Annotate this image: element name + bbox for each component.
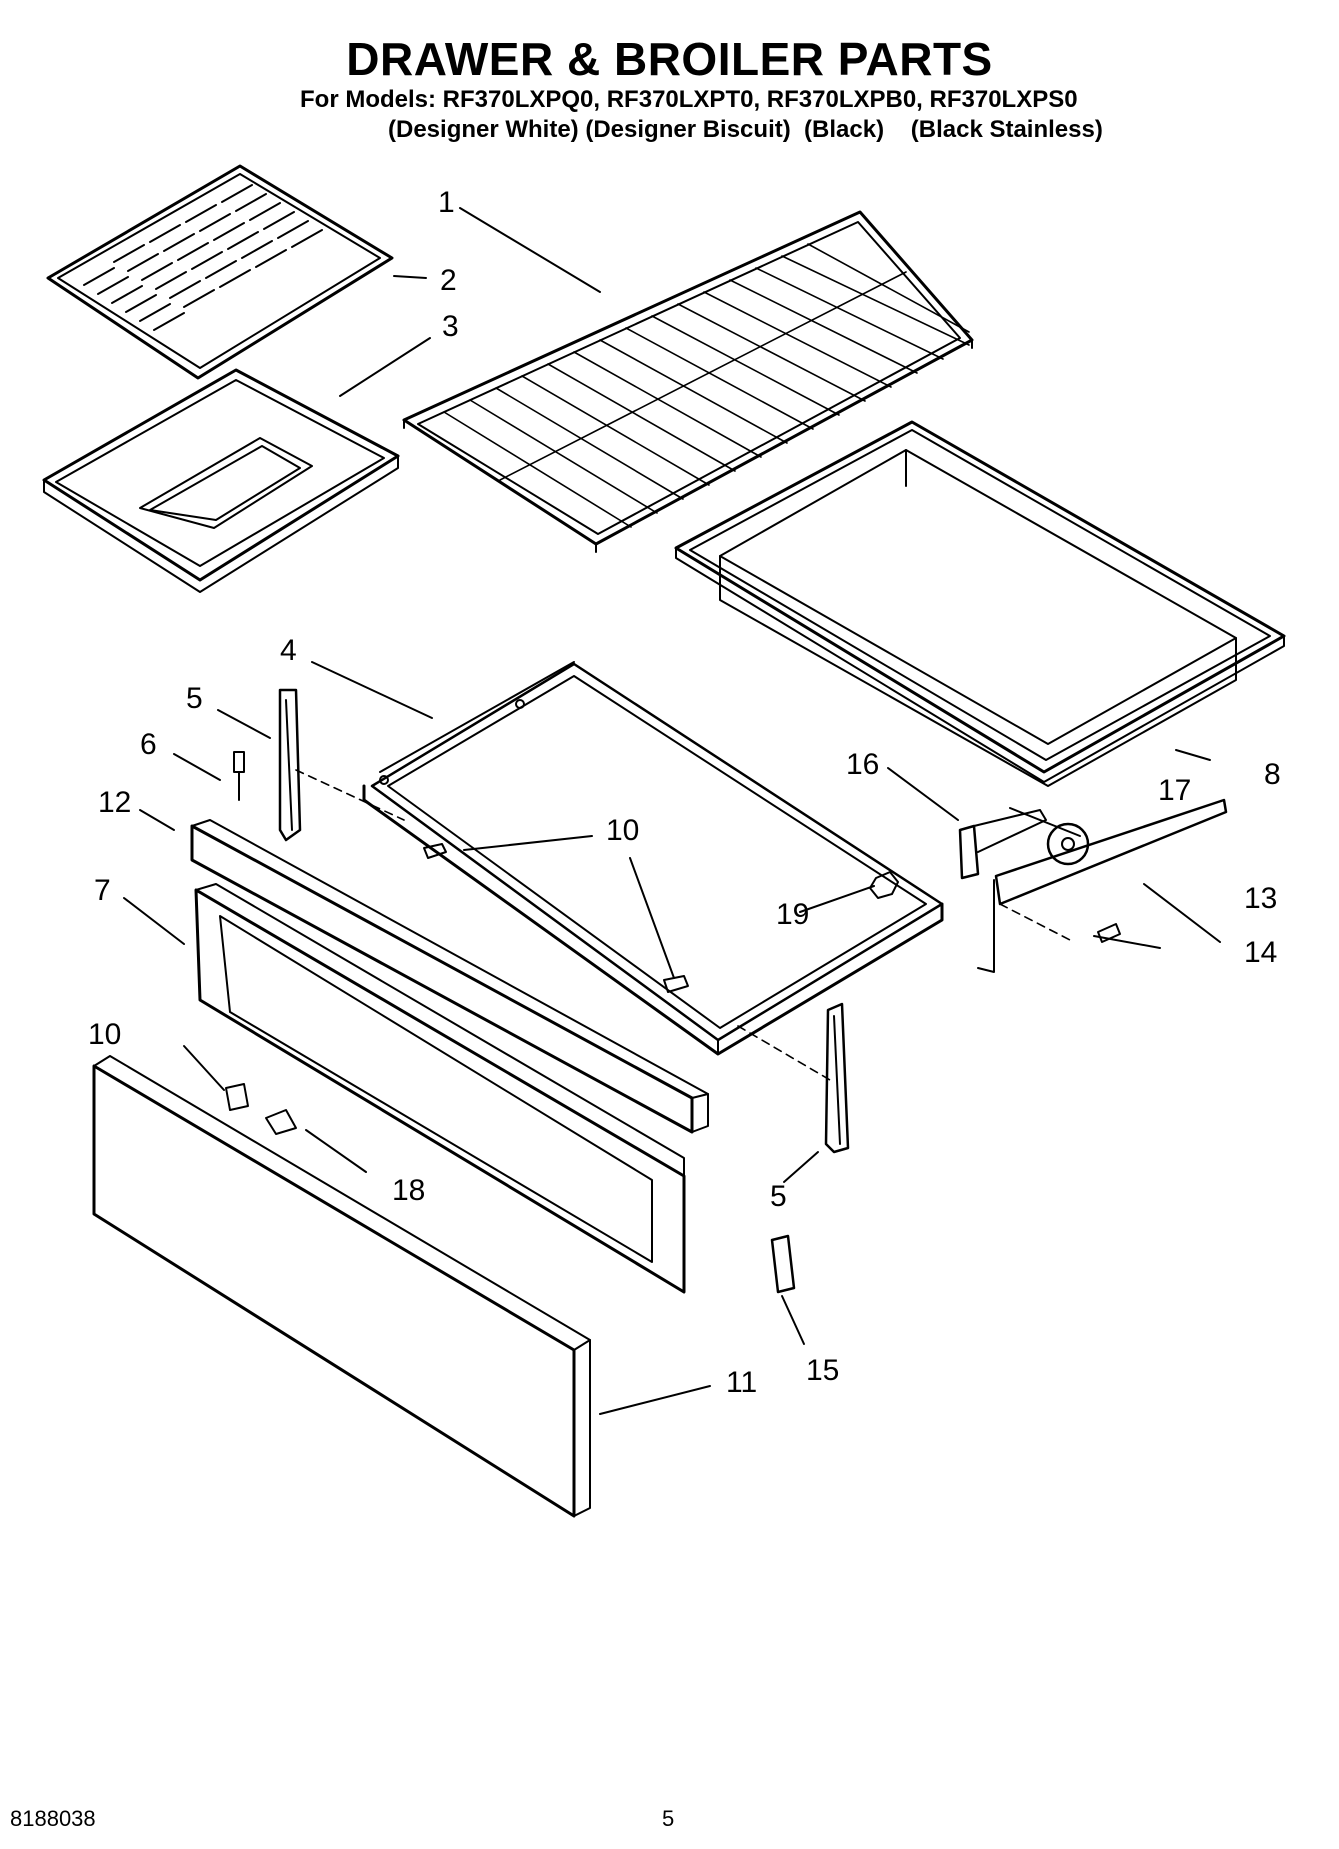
drawer-outer-panel (92, 1055, 591, 1518)
callout-4: 4 (280, 634, 297, 667)
finishes-line: (Designer White) (Designer Biscuit) (Bla… (388, 116, 1103, 143)
callout-12: 12 (98, 786, 131, 819)
rail-part-13 (977, 798, 1228, 973)
doc-number: 8188038 (10, 1806, 96, 1831)
broiler-grid (46, 164, 394, 380)
callout-5-top: 5 (186, 682, 203, 715)
drawer-liner (674, 420, 1286, 787)
callout-3: 3 (442, 310, 459, 343)
oven-rack (402, 210, 974, 553)
screw-part-6 (233, 751, 245, 801)
callout-1: 1 (438, 186, 455, 219)
callout-19: 19 (776, 898, 809, 931)
drawer-front-panel (194, 883, 686, 1294)
clip-part-18 (265, 1109, 297, 1135)
callout-5-bottom: 5 (770, 1180, 787, 1213)
callout-6: 6 (140, 728, 157, 761)
models-line: For Models: RF370LXPQ0, RF370LXPT0, RF37… (300, 86, 1078, 113)
callout-labels: 1 2 3 4 5 6 12 7 8 10 10 18 19 16 17 13 … (88, 186, 1281, 1399)
drawer-slide-left (278, 688, 302, 842)
callout-11: 11 (726, 1366, 757, 1399)
callout-17: 17 (1158, 774, 1191, 807)
callout-16: 16 (846, 748, 879, 781)
page-number: 5 (662, 1806, 675, 1831)
callout-10-mid: 10 (606, 814, 639, 847)
callout-18: 18 (392, 1174, 425, 1207)
broiler-pan (42, 368, 400, 593)
screw-part-14 (1097, 923, 1121, 943)
callout-2: 2 (440, 264, 457, 297)
wheel-part-17 (1046, 822, 1090, 866)
clip-part-15 (770, 1234, 796, 1294)
page-title: DRAWER & BROILER PARTS (346, 33, 993, 85)
leader-lines (123, 207, 1221, 1415)
drawer-body (362, 661, 944, 1056)
drawer-trim (190, 819, 709, 1134)
drawer-slide-right (824, 1002, 850, 1154)
bracket-part-16 (958, 809, 1047, 880)
callout-14: 14 (1244, 936, 1277, 969)
callout-15: 15 (806, 1354, 839, 1387)
assembly-lines (295, 769, 1071, 1081)
callout-13: 13 (1244, 882, 1277, 915)
callout-10-left: 10 (88, 1018, 121, 1051)
callout-7: 7 (94, 874, 111, 907)
screw-part-10 (225, 843, 689, 1111)
callout-8: 8 (1264, 758, 1281, 791)
